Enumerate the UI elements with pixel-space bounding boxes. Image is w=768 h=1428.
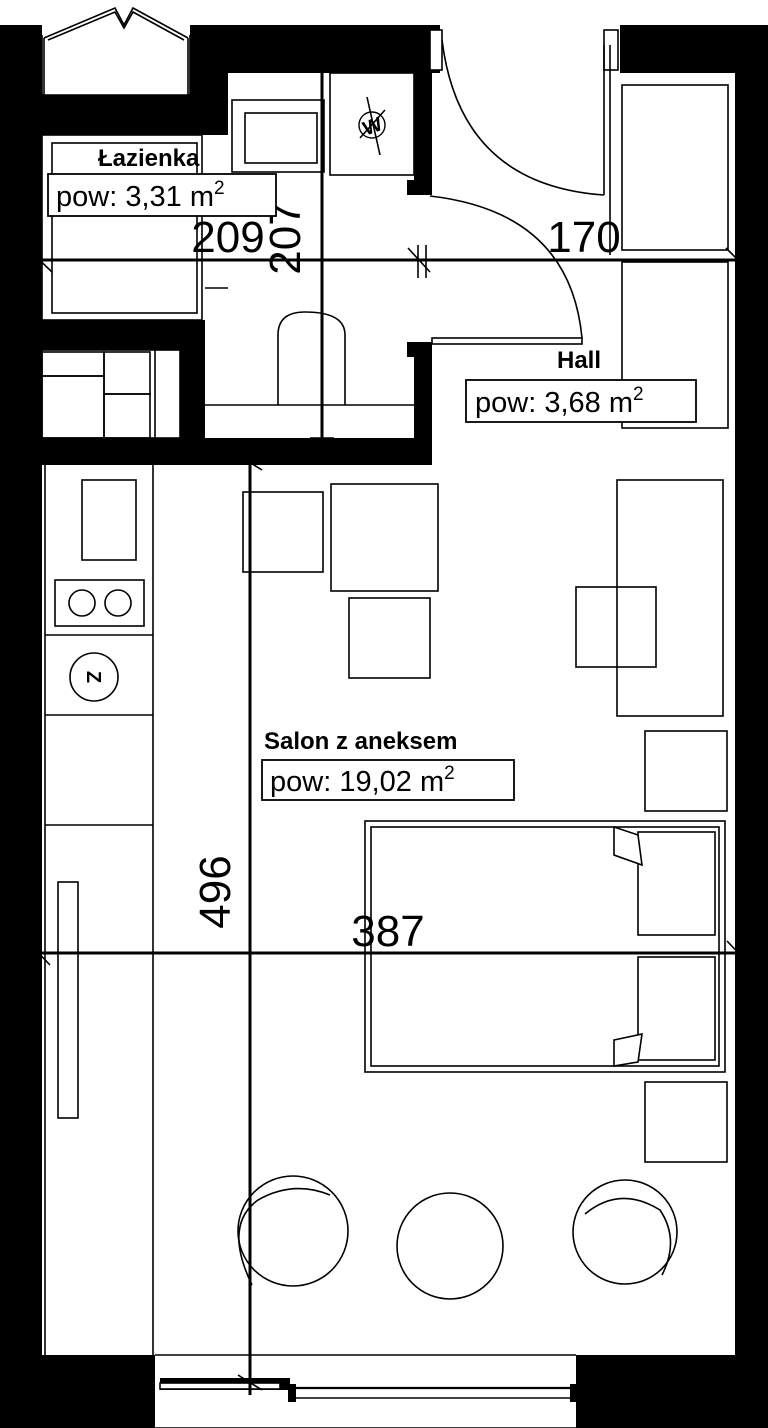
svg-text:pow: 19,02 m2: pow: 19,02 m2 [270,763,455,798]
storage-shelves [41,349,181,439]
svg-text:pow: 3,31 m2: pow: 3,31 m2 [56,178,225,213]
dimension-lines [5,55,752,1395]
dim-hall-width: 170 [547,213,620,262]
kitchen-counter [44,465,154,1355]
hall-name: Hall [557,347,601,374]
bathroom-fixtures [41,72,415,406]
living-label: Salon z aneksem pow: 19,02 m2 [261,728,515,801]
living-name: Salon z aneksem [264,728,457,755]
entrance-door [429,29,619,255]
washer-icon: W [358,96,386,156]
balcony-door [155,1354,578,1428]
dining-set [242,483,439,679]
bay-window [41,6,191,96]
fridge-icon: Z [69,652,119,702]
hall-area: pow: 3,68 m [475,387,633,419]
bathroom-name: Łazienka [98,145,200,172]
hall-label: Hall pow: 3,68 m2 [465,347,697,423]
fridge-label: Z [82,671,104,683]
desk-set [575,479,724,717]
living-area-unit-exponent: 2 [444,763,455,784]
dim-living-width: 387 [351,907,424,956]
hall-area-unit-exponent: 2 [633,384,644,405]
washer-label: W [360,113,385,140]
bathroom-label: Łazienka pow: 3,31 m2 [47,145,277,217]
nightstands [644,730,728,1163]
bathroom-door [407,180,583,357]
living-area: pow: 19,02 m [270,766,444,798]
bed [364,820,726,1073]
svg-text:pow: 3,68 m2: pow: 3,68 m2 [475,384,644,419]
bathroom-area: pow: 3,31 m [56,181,214,213]
bathroom-area-unit-exponent: 2 [214,178,225,199]
dim-bathroom-width: 209 [191,213,264,262]
dim-living-depth: 496 [191,855,240,928]
walls [0,25,768,1428]
armchairs [237,1175,678,1300]
hall-wardrobe [621,84,729,429]
